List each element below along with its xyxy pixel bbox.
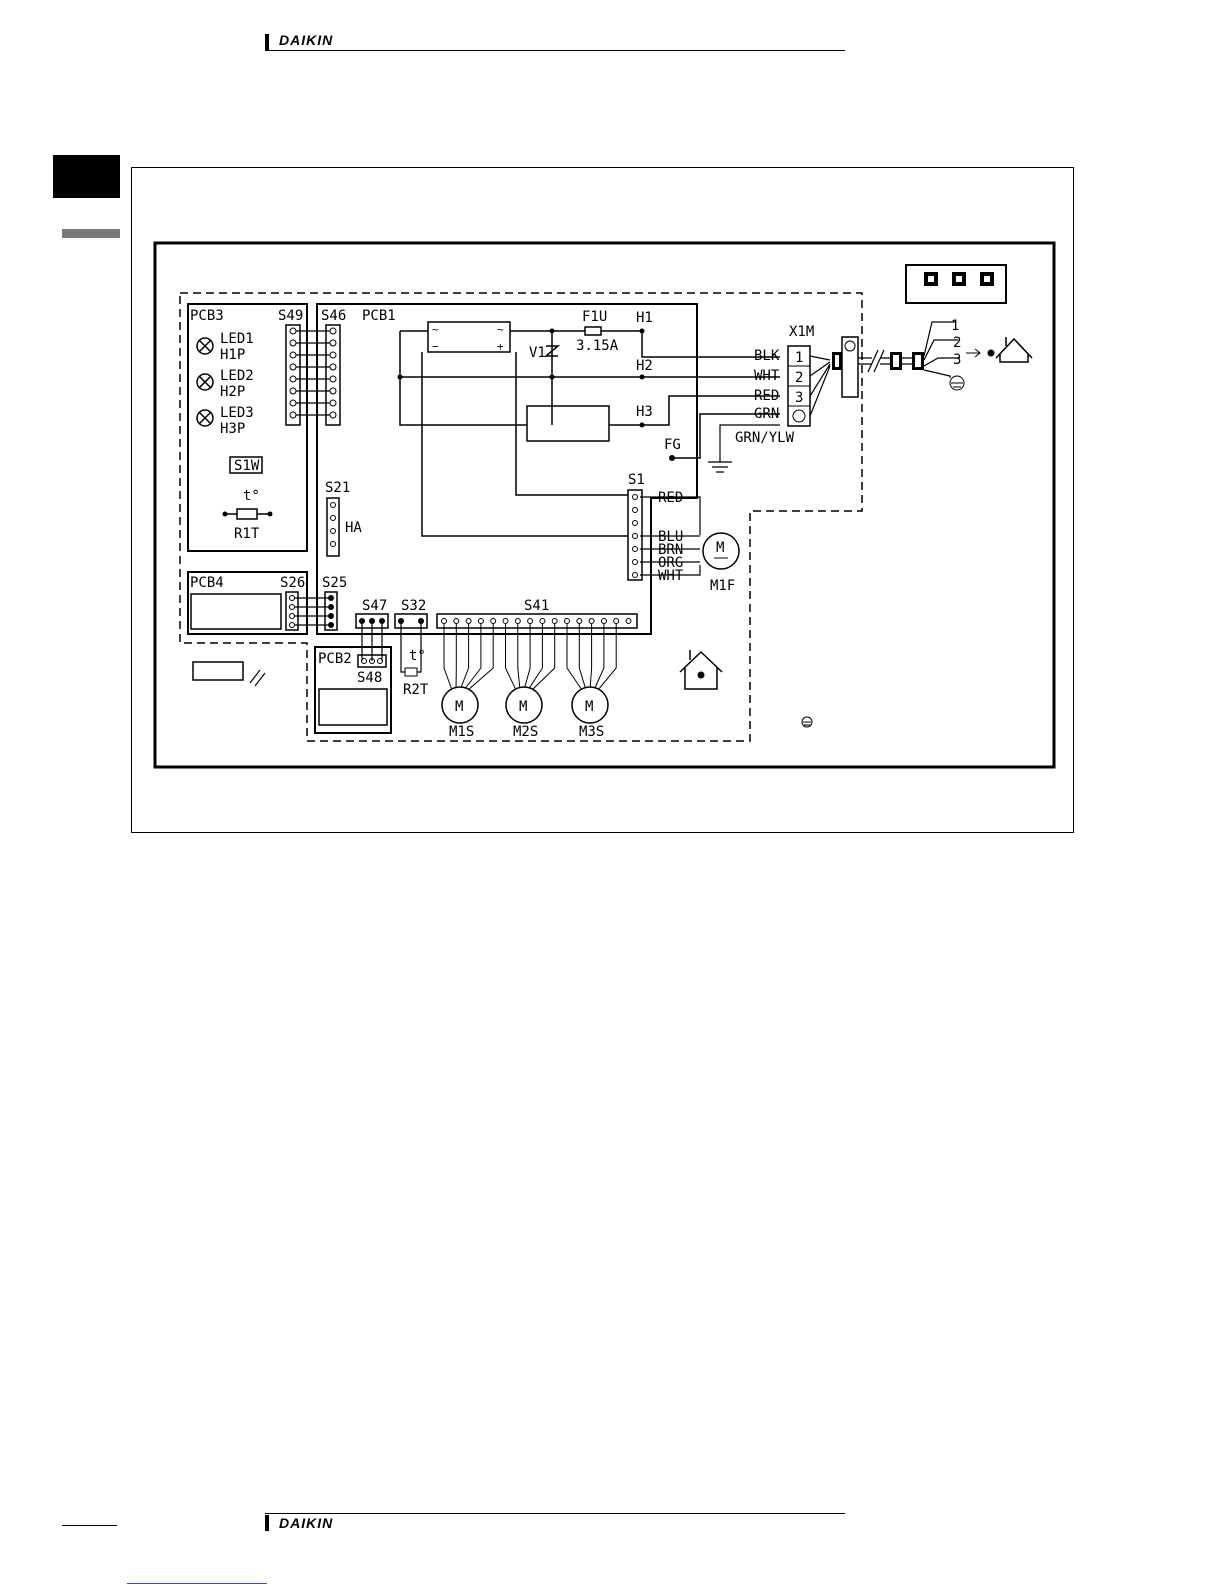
s41-label: S41 bbox=[524, 598, 549, 614]
r2t-temp-symbol: t° bbox=[409, 648, 426, 664]
fan-wire-wht: WHT bbox=[658, 568, 684, 584]
s41-pin bbox=[589, 619, 594, 624]
s41-pin bbox=[614, 619, 619, 624]
h3-label: H3 bbox=[636, 404, 653, 420]
wire-red: RED bbox=[754, 388, 779, 404]
footer-rule bbox=[265, 1513, 845, 1514]
daikin-logo-footer: DAIKIN bbox=[279, 1515, 333, 1531]
h1p-label: H1P bbox=[220, 347, 245, 363]
pcb1-board bbox=[317, 304, 697, 634]
s48-label: S48 bbox=[357, 670, 382, 686]
s1-label: S1 bbox=[628, 472, 645, 488]
s41-pin bbox=[565, 619, 570, 624]
footer-bar bbox=[265, 1515, 269, 1531]
s21-label: S21 bbox=[325, 480, 350, 496]
fuse-rating: 3.15A bbox=[576, 338, 619, 354]
svg-text:~: ~ bbox=[497, 323, 504, 336]
page-footer: DAIKIN bbox=[265, 1513, 845, 1535]
earth-wire-label: GRN/YLW bbox=[735, 430, 795, 446]
r1t-temp-symbol: t° bbox=[243, 488, 260, 504]
bottom-link-underline[interactable] bbox=[127, 1583, 267, 1584]
s41-pin bbox=[442, 619, 447, 624]
x1m-term-3: 3 bbox=[795, 390, 803, 406]
led2-label: LED2 bbox=[220, 368, 254, 384]
r2t-label: R2T bbox=[403, 682, 429, 698]
s41-pin bbox=[466, 619, 471, 624]
svg-text:+: + bbox=[497, 340, 504, 353]
noise-filter-block bbox=[527, 406, 609, 441]
led3-label: LED3 bbox=[220, 405, 254, 421]
r1t-label: R1T bbox=[234, 526, 260, 542]
h3p-label: H3P bbox=[220, 421, 245, 437]
m1s-motor-m: M bbox=[455, 699, 463, 715]
pcb1-label: PCB1 bbox=[362, 308, 396, 324]
s1w-label: S1W bbox=[234, 458, 260, 474]
wire-wht: WHT bbox=[754, 368, 780, 384]
m3s-label: M3S bbox=[579, 724, 604, 740]
s49-label: S49 bbox=[278, 308, 303, 324]
m2s-motor-m: M bbox=[519, 699, 527, 715]
svg-text:−: − bbox=[432, 340, 439, 353]
svg-text:~: ~ bbox=[432, 323, 439, 336]
indoor-unit-icon bbox=[680, 650, 722, 689]
s41-pin bbox=[626, 619, 631, 624]
fuse-symbol bbox=[585, 327, 601, 335]
s41-pin bbox=[577, 619, 582, 624]
fan-motor-label: M1F bbox=[710, 578, 735, 594]
m2s-label: M2S bbox=[513, 724, 538, 740]
s46-label: S46 bbox=[321, 308, 346, 324]
s26-label: S26 bbox=[280, 575, 305, 591]
s41-pin bbox=[491, 619, 496, 624]
outdoor-term-2: 2 bbox=[953, 335, 961, 351]
s41-pin bbox=[540, 619, 545, 624]
led-lamps bbox=[197, 338, 213, 426]
s41-pin bbox=[528, 619, 533, 624]
x1m-term-2: 2 bbox=[795, 370, 803, 386]
pcb2-label: PCB2 bbox=[318, 651, 352, 667]
pcb4-label: PCB4 bbox=[190, 575, 224, 591]
fan-motor-m: M bbox=[716, 540, 724, 556]
m1s-label: M1S bbox=[449, 724, 474, 740]
ha-label: HA bbox=[345, 520, 362, 536]
outdoor-term-3: 3 bbox=[953, 352, 961, 368]
s41-pin bbox=[601, 619, 606, 624]
s41-pin bbox=[478, 619, 483, 624]
wire-grn: GRN bbox=[754, 406, 779, 422]
fg-label: FG bbox=[664, 437, 681, 453]
s47-label: S47 bbox=[362, 598, 387, 614]
h2-label: H2 bbox=[636, 358, 653, 374]
pcb3-label: PCB3 bbox=[190, 308, 224, 324]
cable-clamp bbox=[842, 337, 858, 397]
varistor-label: V1 bbox=[529, 345, 546, 361]
remote-controller bbox=[193, 662, 243, 680]
outdoor-term-1: 1 bbox=[951, 318, 959, 334]
fuse-label: F1U bbox=[582, 309, 607, 325]
led1-label: LED1 bbox=[220, 331, 254, 347]
fan-wire-red: RED bbox=[658, 490, 683, 506]
s25-label: S25 bbox=[322, 575, 347, 591]
m3s-motor-m: M bbox=[585, 699, 593, 715]
s41-pin bbox=[454, 619, 459, 624]
s32-label: S32 bbox=[401, 598, 426, 614]
outdoor-unit-icon bbox=[996, 337, 1032, 362]
s41-pin bbox=[515, 619, 520, 624]
wire-blk: BLK bbox=[754, 348, 780, 364]
s41-pin bbox=[503, 619, 508, 624]
x1m-term-1: 1 bbox=[795, 350, 803, 366]
s49-pins bbox=[290, 328, 296, 418]
h1-label: H1 bbox=[636, 310, 653, 326]
footer-left-rule bbox=[62, 1525, 117, 1526]
x1m-label: X1M bbox=[789, 324, 814, 340]
h2p-label: H2P bbox=[220, 384, 245, 400]
s41-pin bbox=[552, 619, 557, 624]
